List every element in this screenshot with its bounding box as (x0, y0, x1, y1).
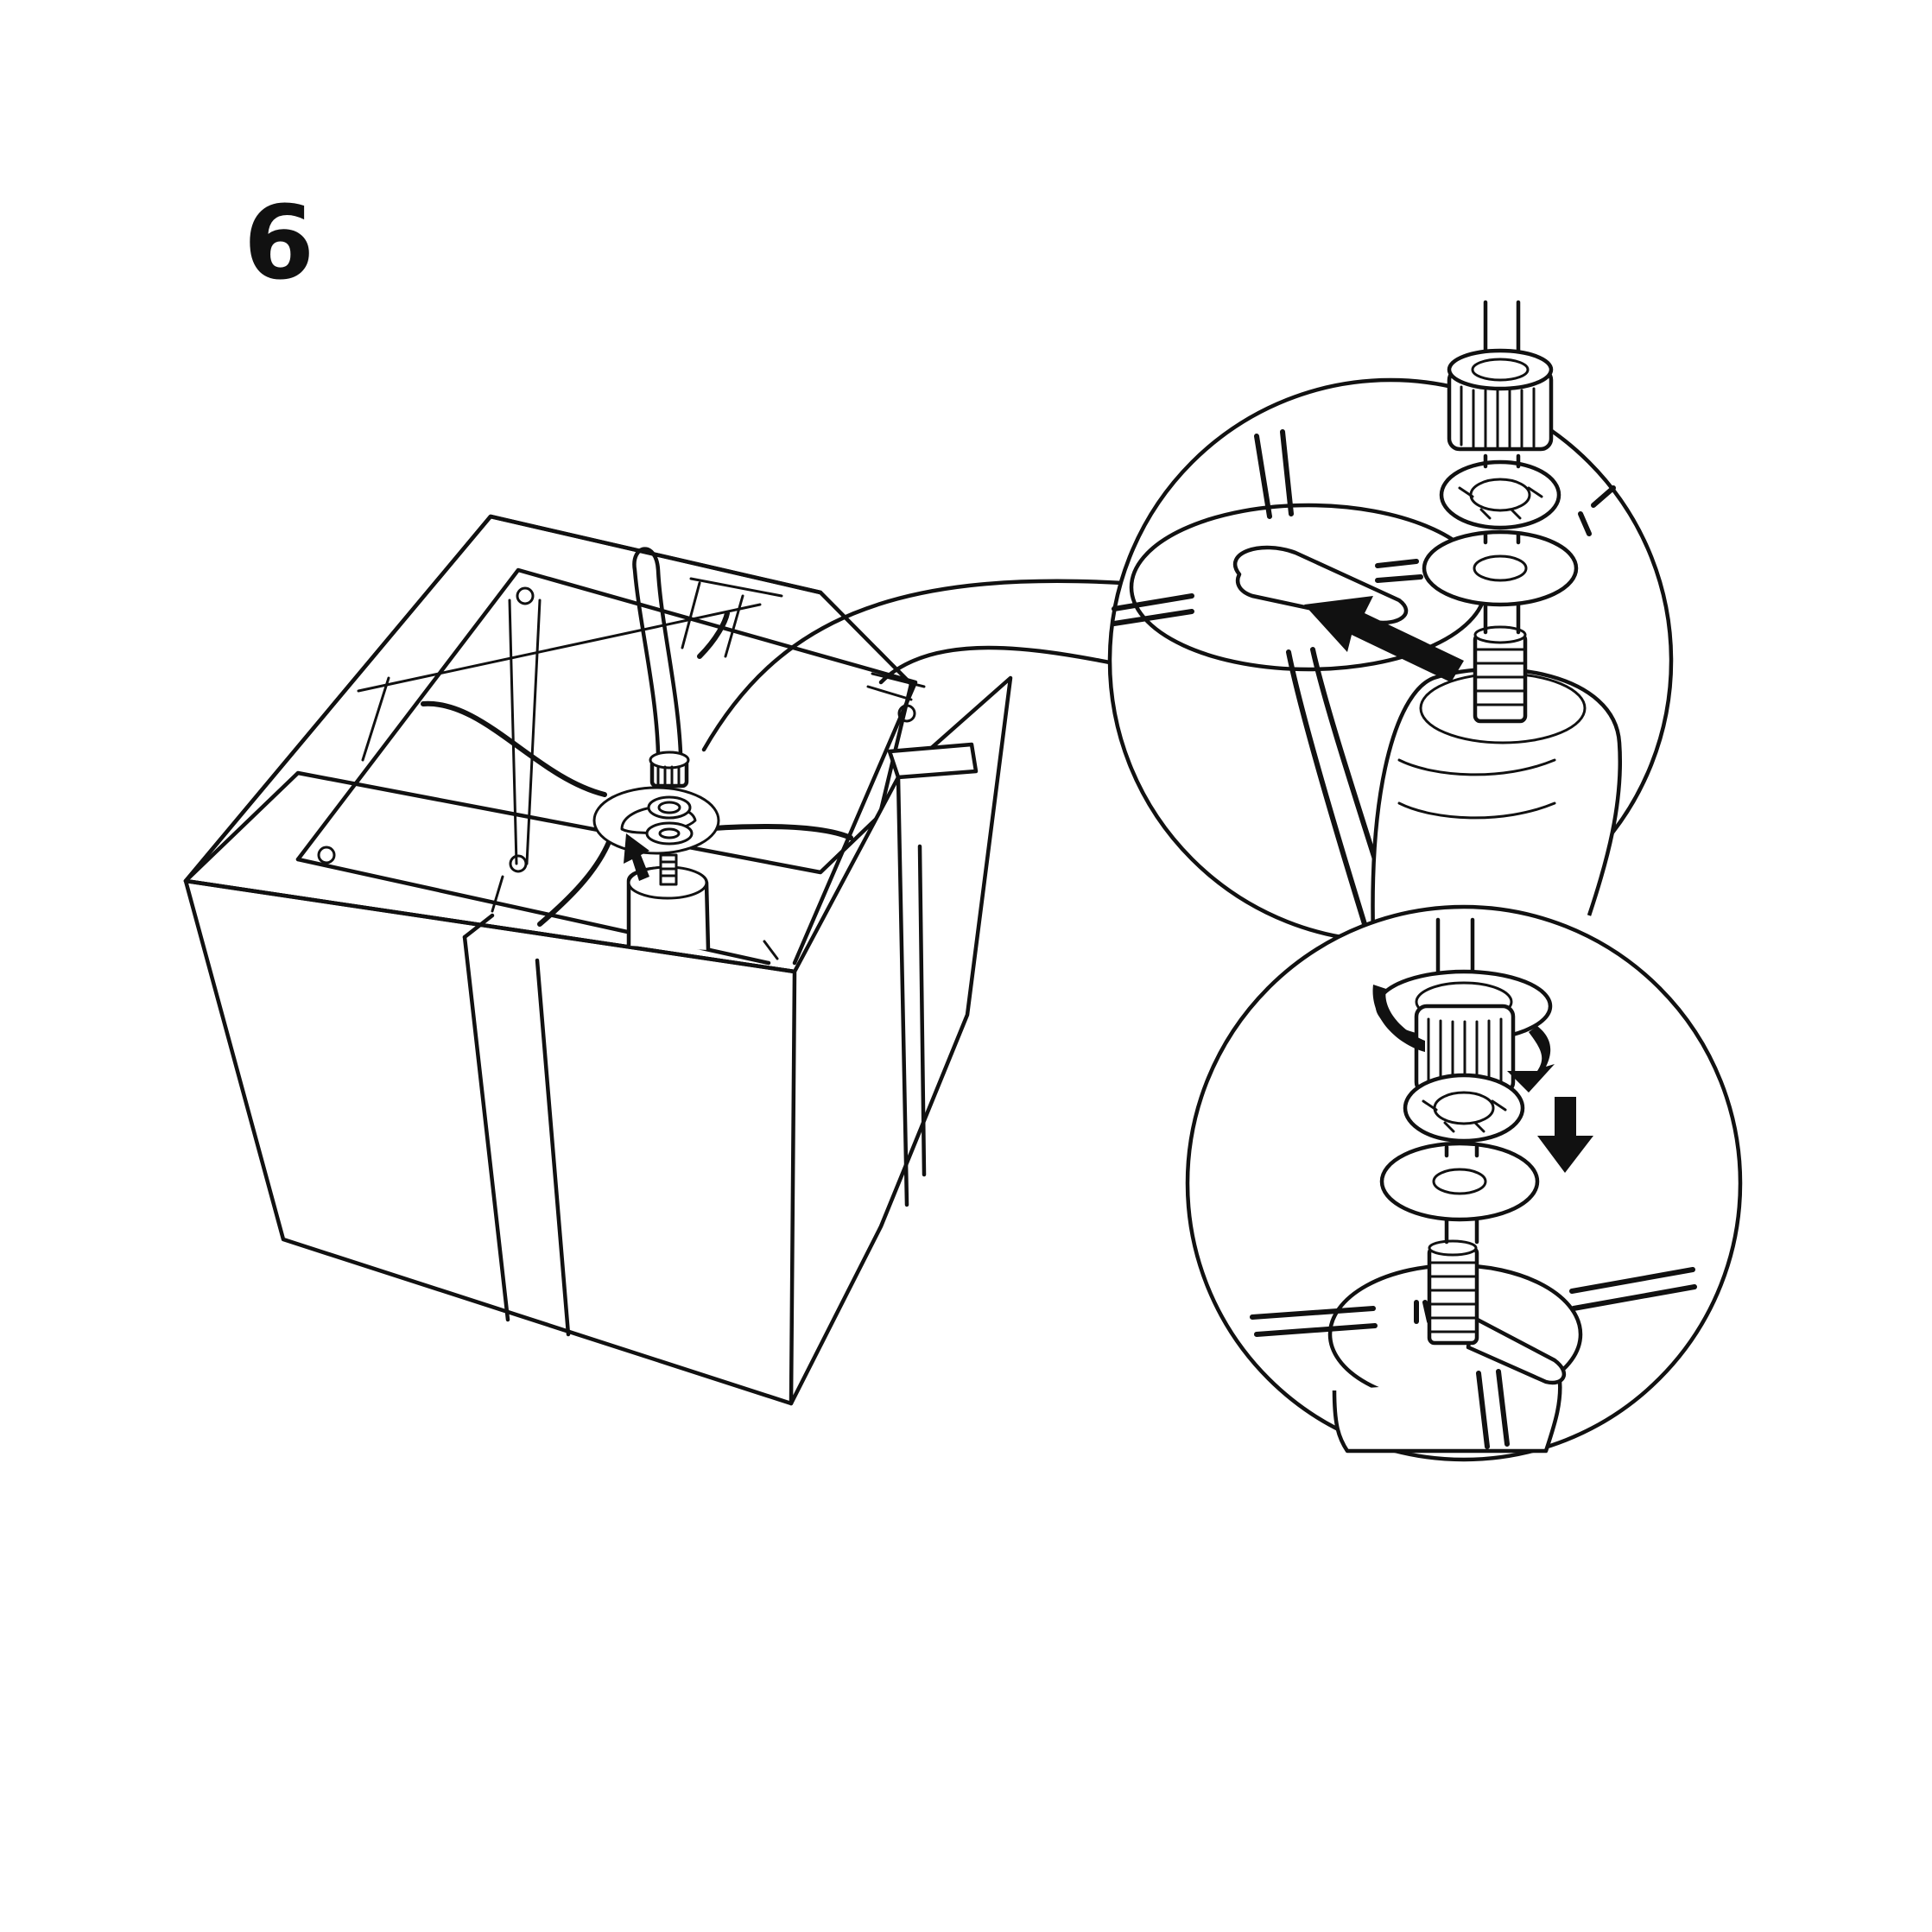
detail-tighten-contents (1250, 1239, 1697, 1454)
hardware-stack-detail-2 (1375, 917, 1553, 1245)
callout-connector (701, 579, 1125, 752)
rotate-clockwise-icon (1372, 985, 1555, 1093)
arrow-down-icon (1537, 1097, 1593, 1173)
hardware-stack-main (645, 751, 694, 846)
detail-insert-contents (1112, 429, 1622, 938)
cord-main (632, 547, 683, 756)
center-ring-main (592, 786, 720, 855)
frame-wires-main (421, 611, 853, 927)
lamp-shade-box (183, 514, 1013, 1406)
arrow-up-right-icon (624, 833, 649, 881)
step-number: 6 (244, 183, 315, 302)
socket-main (626, 853, 711, 951)
hardware-stack-detail-1 (1422, 300, 1579, 635)
arrow-left-icon (1304, 596, 1464, 682)
